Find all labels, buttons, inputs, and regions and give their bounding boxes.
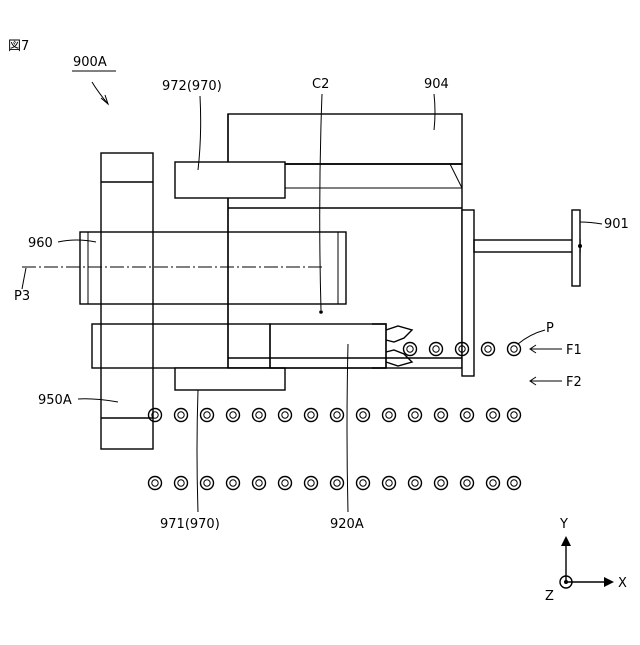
roller xyxy=(487,477,500,490)
label-960: 960 xyxy=(28,236,53,251)
roller xyxy=(201,409,214,422)
roller xyxy=(461,409,474,422)
label-920a: 920A xyxy=(330,517,364,532)
block-950a xyxy=(101,153,153,449)
roller xyxy=(508,343,521,356)
leader-971 xyxy=(197,390,198,512)
axis-x-label: X xyxy=(618,576,627,591)
housing-904 xyxy=(228,114,462,164)
roller xyxy=(227,409,240,422)
roller xyxy=(279,477,292,490)
roller xyxy=(409,477,422,490)
leader-901 xyxy=(580,222,602,224)
row-middle xyxy=(149,409,521,422)
label-901: 901 xyxy=(604,217,629,232)
end-plate-901 xyxy=(572,210,580,286)
gripper-920a-tip xyxy=(372,324,386,368)
roller xyxy=(409,409,422,422)
roller xyxy=(331,409,344,422)
label-972: 972(970) xyxy=(162,79,222,94)
label-971: 971(970) xyxy=(160,517,220,532)
roller xyxy=(461,477,474,490)
point-c2 xyxy=(319,310,323,314)
roller xyxy=(430,343,443,356)
leader-p3 xyxy=(22,268,26,289)
roller xyxy=(175,477,188,490)
leader-p xyxy=(518,330,545,344)
gripper-finger-upper xyxy=(386,326,412,342)
label-f1: F1 xyxy=(566,343,582,358)
label-904: 904 xyxy=(424,77,449,92)
roller xyxy=(508,477,521,490)
roller xyxy=(201,477,214,490)
leader-960 xyxy=(58,240,96,242)
axis-z-dot xyxy=(564,580,568,584)
axis-x-arrowhead xyxy=(604,577,614,587)
roller xyxy=(227,477,240,490)
axis-y-arrowhead xyxy=(561,536,571,546)
roller xyxy=(253,477,266,490)
axis-z-label: Z xyxy=(545,589,554,604)
coordinate-axes: Y X Z xyxy=(545,517,627,604)
roller xyxy=(383,477,396,490)
roller xyxy=(404,343,417,356)
roller xyxy=(435,477,448,490)
figure-label: 図7 xyxy=(8,39,29,54)
label-900a: 900A xyxy=(73,55,107,70)
label-950a: 950A xyxy=(38,393,72,408)
leader-904 xyxy=(434,94,435,130)
roller xyxy=(357,477,370,490)
label-f2: F2 xyxy=(566,375,582,390)
roller xyxy=(508,409,521,422)
label-c2: C2 xyxy=(312,77,329,92)
rod-901 xyxy=(474,240,580,252)
roller xyxy=(482,343,495,356)
roller xyxy=(487,409,500,422)
roller xyxy=(279,409,292,422)
part-971 xyxy=(175,368,285,390)
label-900a-arrow xyxy=(92,82,108,104)
leader-920a xyxy=(347,344,348,512)
label-p3: P3 xyxy=(14,289,30,304)
roller xyxy=(253,409,266,422)
roller xyxy=(331,477,344,490)
roller xyxy=(435,409,448,422)
label-p: P xyxy=(546,321,554,336)
roller xyxy=(305,409,318,422)
row-bottom xyxy=(149,477,521,490)
part-972 xyxy=(175,162,285,198)
roller xyxy=(383,409,396,422)
roller xyxy=(149,477,162,490)
end-plate-pin xyxy=(578,244,582,248)
axis-y-label: Y xyxy=(559,517,568,532)
roller xyxy=(357,409,370,422)
roller xyxy=(305,477,318,490)
gripper-920a xyxy=(270,324,386,368)
roller xyxy=(175,409,188,422)
leader-972 xyxy=(198,96,201,170)
